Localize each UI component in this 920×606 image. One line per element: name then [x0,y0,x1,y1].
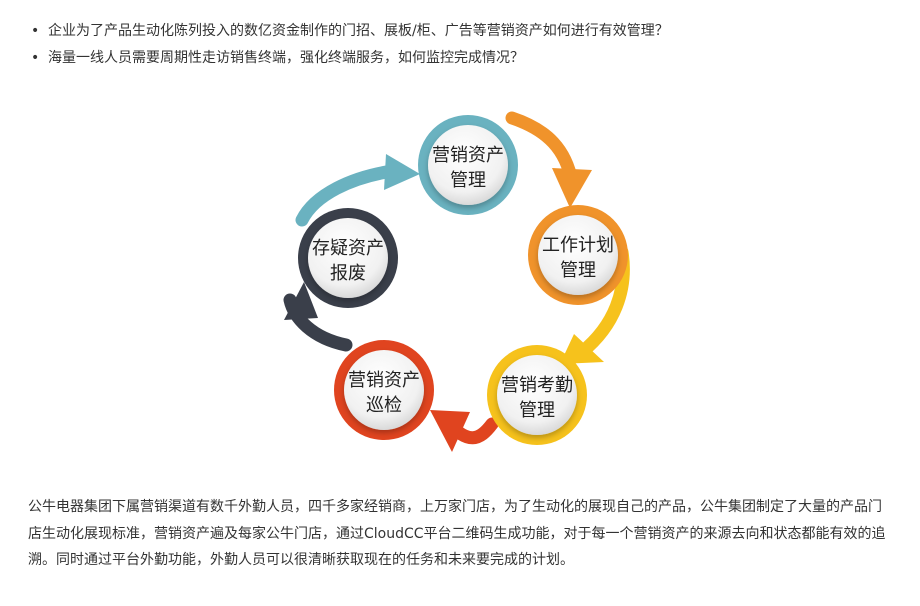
issue-list: 企业为了产品生动化陈列投入的数亿资金制作的门招、展板/柜、广告等营销资产如何进行… [28,18,669,72]
node-label-line1: 工作计划 [542,235,614,256]
node-label-line1: 营销资产 [348,370,420,391]
node-asset-management[interactable]: 营销资产 管理 [418,115,518,215]
node-label-line1: 营销资产 [432,145,504,166]
case-description: 公牛电器集团下属营销渠道有数千外勤人员，四千多家经销商，上万家门店，为了生动化的… [28,499,886,568]
node-work-plan-management[interactable]: 工作计划 管理 [528,205,628,305]
node-attendance-management[interactable]: 营销考勤 管理 [487,345,587,445]
arrowhead-inspection [430,410,470,452]
arrowhead-attendance [560,334,604,364]
issue-item-visits: 海量一线人员需要周期性走访销售终端，强化终端服务，如何监控完成情况？ [28,45,669,72]
node-label-line2: 管理 [450,170,486,191]
node-label-line1: 存疑资产 [312,238,384,259]
issue-item-assets: 企业为了产品生动化陈列投入的数亿资金制作的门招、展板/柜、广告等营销资产如何进行… [28,18,669,45]
node-label-line2: 巡检 [366,395,402,416]
node-asset-disposal[interactable]: 存疑资产 报废 [298,208,398,308]
node-disc [344,350,424,430]
node-label-line1: 营销考勤 [501,375,573,396]
node-asset-inspection[interactable]: 营销资产 巡检 [334,340,434,440]
arrowhead-disposal [284,282,318,320]
node-disc [497,355,577,435]
node-label-line2: 管理 [560,260,596,281]
arc-disposal-to-assets [295,163,407,227]
arc-inspection-to-disposal [283,293,353,352]
node-disc [538,215,618,295]
node-label-line2: 报废 [330,263,366,284]
node-disc [308,218,388,298]
arrowhead-plan [552,168,592,208]
node-disc [428,125,508,205]
arrowhead-assets [384,154,420,190]
node-label-line2: 管理 [519,400,555,421]
